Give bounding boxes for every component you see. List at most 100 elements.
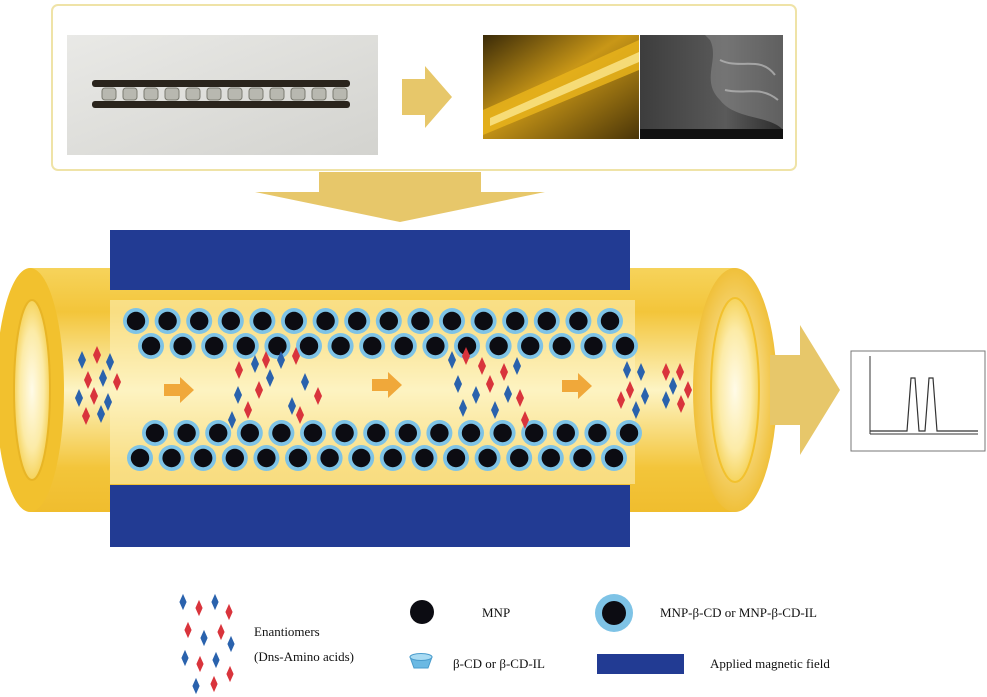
enantiomer-icon <box>93 346 101 364</box>
mnp-cd-particle <box>612 333 638 359</box>
enantiomer-icon <box>210 675 218 693</box>
magnet-bottom <box>110 485 630 547</box>
enantiomer-icon <box>491 401 499 419</box>
mnp-cd-particle <box>517 333 544 359</box>
mnp-cd-layer <box>123 308 642 471</box>
output-arrow-icon <box>770 325 840 455</box>
flow-arrows <box>164 372 592 403</box>
mnp-cd-particle <box>190 445 217 471</box>
mnp-cd-particle <box>205 420 232 446</box>
mnp-cd-particle <box>127 445 153 471</box>
enantiomer-icon <box>478 357 486 375</box>
enantiomer-icon <box>227 635 235 653</box>
down-arrow-icon <box>255 172 545 222</box>
legend-magnet-icon <box>597 654 684 674</box>
enantiomer-icon <box>669 377 677 395</box>
mnp-cd-particle <box>502 308 529 334</box>
mnp-cd-particle <box>249 308 276 334</box>
mnp-cd-particle <box>443 445 469 471</box>
enantiomer-icon <box>196 655 204 673</box>
mnp-cd-particle <box>142 420 168 446</box>
flow-arrow-icon <box>562 373 592 399</box>
mnp-cd-particle <box>296 333 322 359</box>
mnp-cd-particle <box>281 308 307 334</box>
mnp-cd-particle <box>344 308 371 334</box>
mnp-cd-particle <box>616 420 642 446</box>
mnp-cd-particle <box>300 420 326 446</box>
mnp-cd-particle <box>173 420 200 446</box>
mnp-cd-particle <box>138 333 164 359</box>
flow-arrow-icon <box>164 377 194 403</box>
legend-cd-icon <box>409 653 433 669</box>
enantiomer-icon <box>82 407 90 425</box>
enantiomer-icon <box>513 357 521 375</box>
enantiomer-icon <box>179 593 187 611</box>
mnp-cd-particle <box>232 333 259 359</box>
mnp-cd-particle <box>565 308 592 334</box>
mnp-cd-particle <box>390 333 417 359</box>
enantiomer-icon <box>211 593 219 611</box>
enantiomer-icon <box>217 623 225 641</box>
photo-capillary-array <box>67 35 378 155</box>
enantiomer-icon <box>225 603 233 621</box>
enantiomer-icon <box>277 351 285 369</box>
mnp-cd-particle <box>489 420 516 446</box>
enantiomer-icon <box>106 353 114 371</box>
enantiomer-icon <box>676 363 684 381</box>
legend-enantiomers-icon <box>179 593 235 695</box>
mnp-cd-particle <box>422 333 449 359</box>
enantiomer-icon <box>104 393 112 411</box>
mnp-cd-particle <box>379 445 406 471</box>
mnp-cd-particle <box>123 308 149 334</box>
mnp-cd-particle <box>236 420 263 446</box>
enantiomer-icon <box>244 401 252 419</box>
enantiomer-icon <box>262 351 270 369</box>
mnp-cd-particle <box>363 420 390 446</box>
enantiomer-icon <box>75 389 83 407</box>
flow-arrow-icon <box>372 372 402 398</box>
enantiomer-icon <box>113 373 121 391</box>
enantiomer-icon <box>235 361 243 379</box>
mnp-cd-particle <box>426 420 453 446</box>
mnp-cd-particle <box>359 333 386 359</box>
enantiomer-icon <box>623 361 631 379</box>
mnp-cd-particle <box>407 308 434 334</box>
legend-mnp-cd-icon <box>595 594 633 632</box>
mnp-cd-particle <box>485 333 512 359</box>
mnp-cd-particle <box>285 445 311 471</box>
enantiomer-icon <box>226 665 234 683</box>
enantiomer-icon <box>684 381 692 399</box>
mnp-cd-particle <box>217 308 244 334</box>
enantiomer-icon <box>251 355 259 373</box>
mnp-cd-particle <box>154 308 181 334</box>
enantiomer-icon <box>521 411 529 429</box>
mnp-cd-particle <box>506 445 533 471</box>
enantiomer-icon <box>504 385 512 403</box>
mnp-cd-particle <box>533 308 560 334</box>
mnp-cd-particle <box>169 333 196 359</box>
enantiomer-icon <box>632 401 640 419</box>
enantiomer-icon <box>472 386 480 404</box>
mnp-cd-particle <box>580 333 607 359</box>
enantiomer-cluster <box>75 346 692 429</box>
enantiomer-icon <box>516 389 524 407</box>
mnp-cd-particle <box>221 445 248 471</box>
mnp-cd-particle <box>454 333 480 359</box>
enantiomer-icon <box>292 347 300 365</box>
enantiomer-icon <box>662 363 670 381</box>
enantiomer-icon <box>462 347 470 365</box>
mnp-cd-particle <box>601 445 627 471</box>
legend-cd-label: β-CD or β-CD-IL <box>453 656 545 671</box>
mnp-cd-particle <box>268 420 295 446</box>
mnp-cd-particle <box>411 445 438 471</box>
enantiomer-icon <box>97 405 105 423</box>
mnp-cd-particle <box>331 420 358 446</box>
enantiomer-icon <box>84 371 92 389</box>
enantiomer-icon <box>200 629 208 647</box>
mnp-cd-particle <box>253 445 280 471</box>
enantiomer-icon <box>255 381 263 399</box>
mnp-cd-particle <box>552 420 579 446</box>
enantiomer-icon <box>195 599 203 617</box>
